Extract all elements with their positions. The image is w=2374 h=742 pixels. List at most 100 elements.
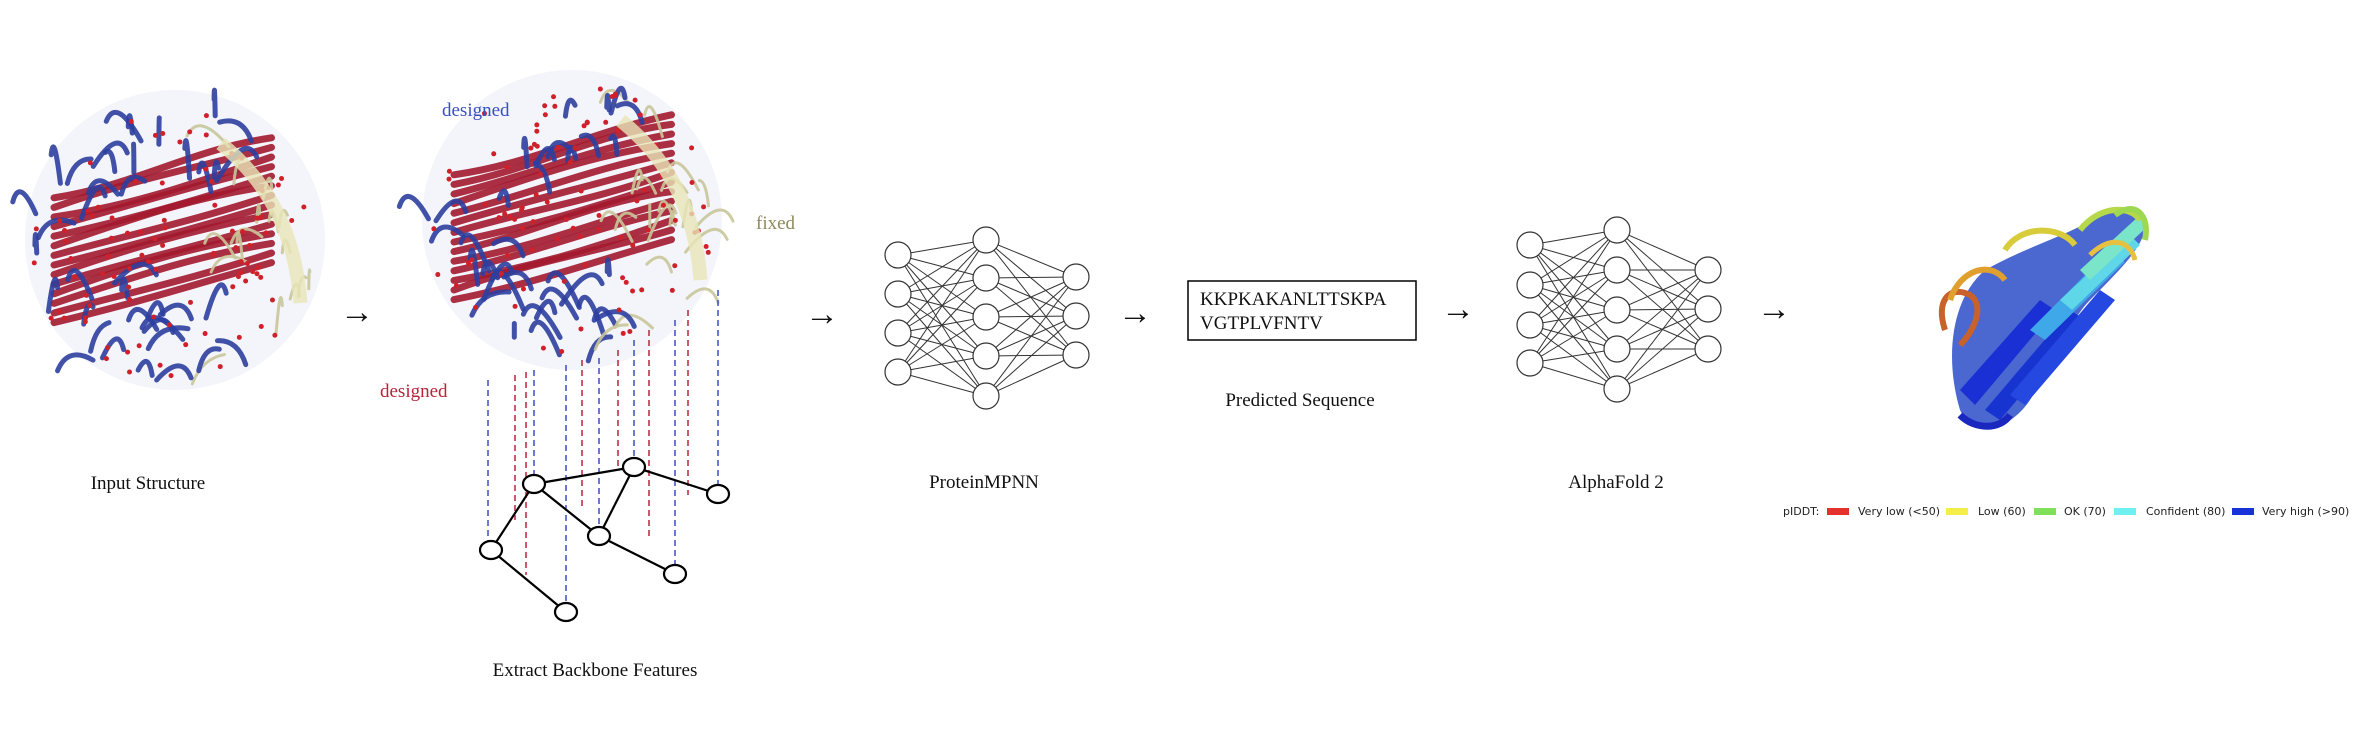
loop-segment (685, 287, 720, 305)
loop-segment (593, 323, 629, 351)
atom (528, 145, 534, 151)
nn-node (972, 382, 1000, 410)
nn-edge (985, 239, 1077, 278)
atom (496, 215, 502, 221)
label-fixed: fixed (756, 213, 796, 234)
atom (689, 145, 695, 151)
atom (544, 199, 550, 205)
atom (703, 243, 709, 249)
atom (616, 307, 622, 313)
fixed-region (616, 115, 708, 281)
loop-segment (521, 135, 530, 170)
legend-swatch-ok (2034, 508, 2056, 515)
atom (581, 123, 587, 129)
fixed-region (216, 138, 308, 304)
atom (431, 226, 437, 232)
legend-swatch-low (1946, 508, 1968, 515)
atom (255, 264, 261, 270)
atom (235, 274, 241, 280)
nn-edge (1529, 348, 1618, 364)
nn-edge (985, 276, 1077, 397)
loop-segment (643, 105, 664, 139)
loop-segment (576, 294, 606, 336)
nn-edge (1529, 229, 1618, 286)
loop-segment (135, 359, 155, 378)
loop-segment (604, 93, 612, 113)
atom (630, 242, 636, 248)
beta-strand (450, 226, 675, 294)
atom (177, 139, 183, 145)
atom (623, 279, 629, 285)
nn-edge (897, 239, 987, 256)
beta-strand (450, 120, 675, 188)
legend-swatch-very-low (1827, 508, 1849, 515)
atom (552, 103, 558, 109)
atom (504, 252, 510, 258)
loop-segment (235, 231, 244, 262)
beta-strand (50, 211, 275, 279)
atom (152, 236, 158, 242)
loop-segment (433, 198, 469, 224)
nn-edge (1616, 308, 1709, 390)
nn-edge (985, 276, 1077, 357)
loop-segment (608, 133, 620, 157)
loop-segment (630, 168, 644, 195)
arrow-5: → (1757, 291, 1791, 328)
loop-segment (141, 317, 176, 335)
atom (126, 284, 132, 290)
graph-node (662, 563, 688, 585)
nn-node (884, 319, 912, 347)
loop-segment (428, 224, 466, 244)
atom (238, 270, 244, 276)
loop-segment (307, 268, 312, 291)
nn-node (1603, 256, 1631, 284)
loop-segment (396, 194, 431, 222)
atom (504, 164, 510, 170)
atom (446, 168, 452, 174)
loop-segment (145, 325, 191, 352)
loop-segment (48, 144, 63, 186)
atom (542, 112, 548, 118)
atom (645, 227, 651, 233)
atom (258, 274, 264, 280)
atom (627, 329, 633, 335)
label-designed-bottom: designed (380, 381, 448, 402)
loop-segment (645, 255, 673, 274)
loop-segment (211, 159, 222, 180)
atom (551, 94, 557, 100)
nn-edge (1616, 269, 1709, 390)
atom (578, 188, 584, 194)
loop-segment (103, 148, 118, 175)
nn-edge (1529, 324, 1618, 390)
atom (555, 144, 561, 150)
label-proteinmpnn: ProteinMPNN (929, 472, 1039, 493)
atom (61, 315, 67, 321)
nn-node (1516, 231, 1544, 259)
atom (279, 176, 285, 182)
sequence-box (1187, 280, 1417, 341)
loop-segment (598, 88, 632, 107)
atom (502, 211, 508, 217)
atom (236, 334, 242, 340)
loop-segment (635, 176, 658, 195)
nn-edge (1616, 269, 1709, 311)
beta-strand (450, 188, 675, 256)
atom (572, 145, 578, 151)
atom (238, 259, 244, 265)
loop-segment (614, 101, 645, 125)
loop-segment (196, 160, 214, 195)
loop-segment (125, 113, 135, 136)
loop-segment (274, 296, 284, 335)
atom (512, 303, 518, 309)
nn-edge (897, 371, 987, 397)
loop-segment (85, 178, 121, 197)
label-alphafold: AlphaFold 2 (1568, 472, 1664, 493)
atom (615, 127, 621, 133)
atom (630, 288, 636, 294)
atom (63, 238, 69, 244)
atom (152, 132, 158, 138)
atom (533, 192, 539, 198)
legend-swatch-very-high (2232, 508, 2254, 515)
nn-edge (985, 276, 1077, 318)
nn-edge (985, 276, 1077, 279)
